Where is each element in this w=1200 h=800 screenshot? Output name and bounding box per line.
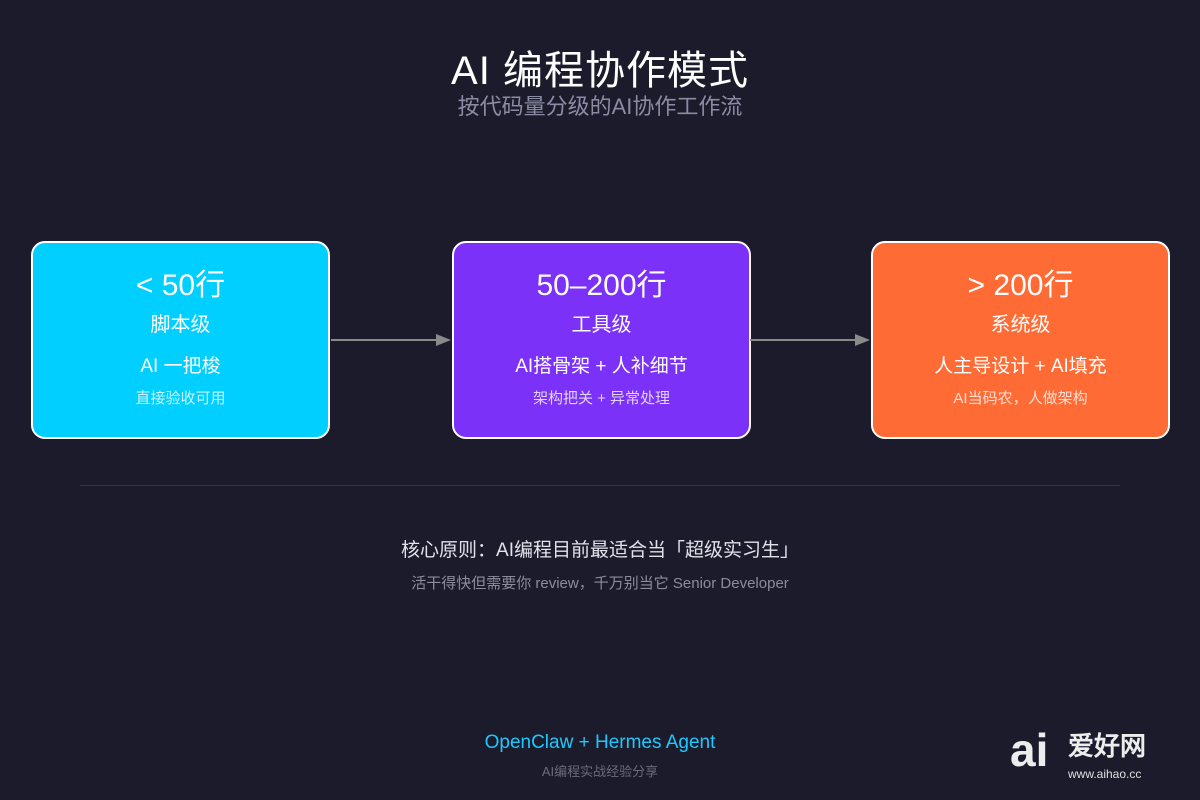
watermark-logo: ai 爱好网 www.aihao.cc <box>1010 724 1190 790</box>
stage-level: 系统级 <box>990 314 1051 336</box>
footer-caption: AI编程实战经验分享 <box>541 764 659 779</box>
core-principle-detail: 活干得快但需要你 review，千万别当它 Senior Developer <box>411 575 789 592</box>
stage-level: 工具级 <box>571 314 632 336</box>
page-title: AI 编程协作模式 <box>451 49 749 93</box>
stage-note: 架构把关 + 异常处理 <box>532 390 671 407</box>
stage-box-system: > 200行 系统级 人主导设计 + AI填充 AI当码农，人做架构 <box>871 241 1170 439</box>
watermark-mark: ai <box>1010 724 1049 776</box>
flow-arrow-icon <box>331 334 451 346</box>
stage-range: < 50行 <box>135 269 226 302</box>
stage-range: > 200行 <box>967 269 1074 302</box>
watermark-name: 爱好网 <box>1068 731 1147 761</box>
stage-level: 脚本级 <box>150 314 211 336</box>
page-subtitle: 按代码量分级的AI协作工作流 <box>457 94 743 119</box>
stage-mode: AI搭骨架 + 人补细节 <box>515 356 688 377</box>
watermark-url: www.aihao.cc <box>1068 767 1142 781</box>
stage-note: AI当码农，人做架构 <box>953 390 1088 407</box>
flow-arrow-icon <box>750 334 870 346</box>
stage-mode: 人主导设计 + AI填充 <box>934 356 1107 377</box>
section-divider <box>80 485 1120 486</box>
stage-box-script: < 50行 脚本级 AI 一把梭 直接验收可用 <box>31 241 330 439</box>
footer-project: OpenClaw + Hermes Agent <box>484 732 716 753</box>
stage-box-tool: 50–200行 工具级 AI搭骨架 + 人补细节 架构把关 + 异常处理 <box>452 241 751 439</box>
core-principle: 核心原则：AI编程目前最适合当「超级实习生」 <box>401 540 799 561</box>
stage-note: 直接验收可用 <box>135 390 226 407</box>
stage-range: 50–200行 <box>536 269 667 302</box>
stage-mode: AI 一把梭 <box>140 356 221 377</box>
